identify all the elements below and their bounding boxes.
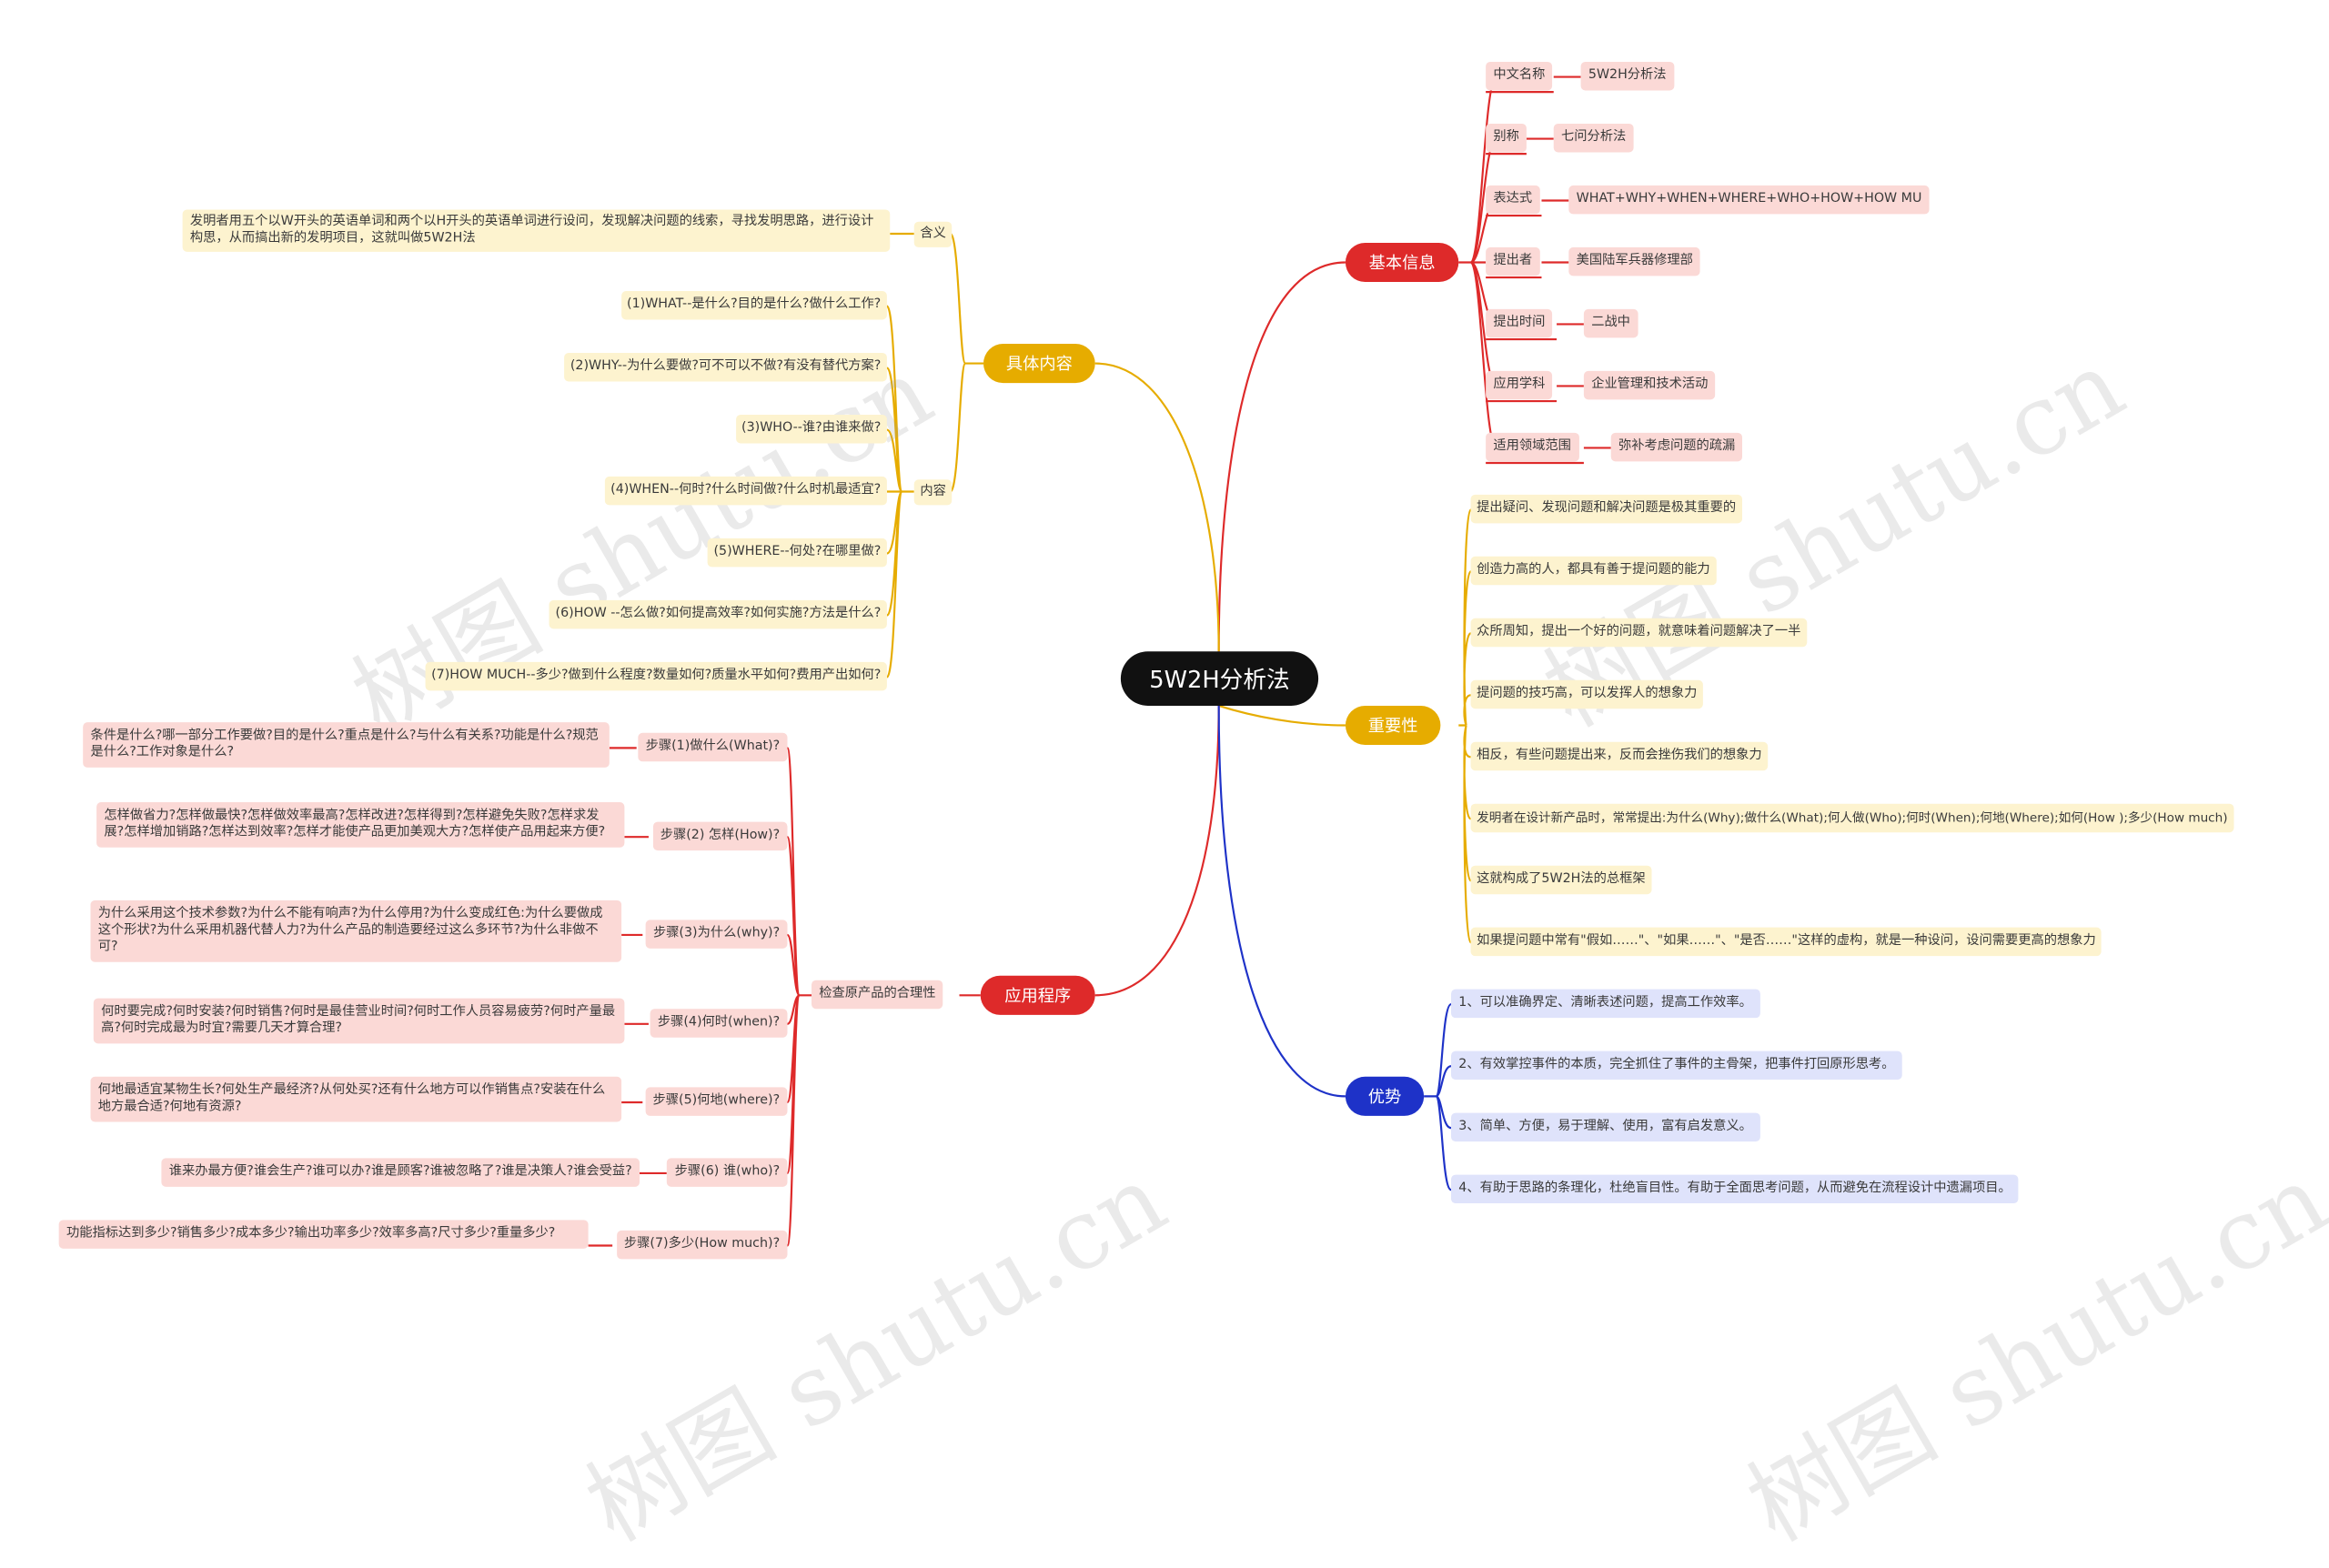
step-text[interactable]: 为什么采用这个技术参数?为什么不能有响声?为什么停用?为什么变成红色:为什么要做…: [90, 900, 622, 962]
step-text[interactable]: 条件是什么?哪一部分工作要做?目的是什么?重点是什么?与什么有关系?功能是什么?…: [83, 722, 610, 768]
basic-value[interactable]: 弥补考虑问题的疏漏: [1610, 432, 1743, 462]
step-label[interactable]: 步骤(3)为什么(why)?: [645, 920, 788, 949]
importance-item[interactable]: 提问题的技巧高，可以发挥人的想象力: [1470, 679, 1704, 709]
central-topic[interactable]: 5W2H分析法: [1120, 651, 1319, 706]
advantage-item[interactable]: 2、有效掌控事件的本质，完全抓住了事件的主骨架，把事件打回原形思考。: [1450, 1050, 1902, 1081]
content-meaning-label[interactable]: 含义: [913, 221, 953, 247]
content-detail-item[interactable]: (6)HOW --怎么做?如何提高效率?如何实施?方法是什么?: [549, 599, 887, 629]
step-label[interactable]: 步骤(5)何地(where)?: [645, 1087, 788, 1116]
basic-value[interactable]: 七问分析法: [1553, 123, 1634, 153]
basic-value[interactable]: 二战中: [1583, 308, 1638, 338]
content-detail-item[interactable]: (3)WHO--谁?由谁来做?: [735, 414, 887, 444]
content-detail-item[interactable]: (2)WHY--为什么要做?可不可以不做?有没有替代方案?: [564, 352, 887, 382]
branch-advantages[interactable]: 优势: [1345, 1076, 1425, 1116]
step-label[interactable]: 步骤(2) 怎样(How)?: [652, 821, 788, 851]
content-detail-item[interactable]: (5)WHERE--何处?在哪里做?: [707, 538, 887, 568]
branch-importance[interactable]: 重要性: [1345, 705, 1441, 746]
content-detail-item[interactable]: (7)HOW MUCH--多少?做到什么程度?数量如何?质量水平如何?费用产出如…: [425, 661, 887, 691]
step-text[interactable]: 谁来办最方便?谁会生产?谁可以办?谁是顾客?谁被忽略了?谁是决策人?谁会受益?: [161, 1158, 640, 1187]
basic-value[interactable]: 5W2H分析法: [1580, 61, 1674, 91]
step-label[interactable]: 步骤(4)何时(when)?: [650, 1009, 788, 1038]
connector-lines: [588, 75, 1611, 1247]
basic-value[interactable]: 美国陆军兵器修理部: [1568, 246, 1701, 276]
importance-item[interactable]: 相反，有些问题提出来，反而会挫伤我们的想象力: [1470, 741, 1769, 771]
application-sub[interactable]: 检查原产品的合理性: [812, 980, 943, 1010]
basic-label[interactable]: 表达式: [1486, 185, 1540, 215]
basic-value[interactable]: 企业管理和技术活动: [1583, 370, 1716, 400]
basic-label[interactable]: 提出者: [1486, 246, 1540, 276]
importance-item[interactable]: 创造力高的人，都具有善于提问题的能力: [1470, 556, 1717, 586]
step-label[interactable]: 步骤(7)多少(How much)?: [616, 1230, 788, 1260]
advantage-item[interactable]: 3、简单、方便，易于理解、使用，富有启发意义。: [1450, 1112, 1760, 1142]
basic-label[interactable]: 适用领域范围: [1486, 432, 1579, 462]
content-detail-label[interactable]: 内容: [913, 479, 953, 506]
advantage-item[interactable]: 1、可以准确界定、清晰表述问题，提高工作效率。: [1450, 989, 1760, 1019]
step-label[interactable]: 步骤(1)做什么(What)?: [638, 732, 788, 762]
content-detail-item[interactable]: (4)WHEN--何时?什么时间做?什么时机最适宜?: [604, 476, 887, 506]
basic-label[interactable]: 应用学科: [1486, 370, 1553, 400]
step-text[interactable]: 何时要完成?何时安装?何时销售?何时是最佳营业时间?何时工作人员容易疲劳?何时产…: [93, 998, 625, 1044]
branch-content[interactable]: 具体内容: [983, 344, 1095, 384]
content-detail-item[interactable]: (1)WHAT--是什么?目的是什么?做什么工作?: [620, 290, 887, 320]
content-meaning-text[interactable]: 发明者用五个以W开头的英语单词和两个以H开头的英语单词进行设问，发现解决问题的线…: [182, 209, 891, 252]
importance-item[interactable]: 提出疑问、发现问题和解决问题是极其重要的: [1470, 494, 1742, 524]
step-label[interactable]: 步骤(6) 谁(who)?: [667, 1158, 788, 1187]
mindmap-canvas: 树图 shutu.cn 树图 shutu.cn 树图 shutu.cn 树图 s…: [58, 61, 2329, 1563]
importance-item[interactable]: 这就构成了5W2H法的总框架: [1470, 865, 1652, 895]
basic-label[interactable]: 中文名称: [1486, 61, 1553, 91]
step-text[interactable]: 功能指标达到多少?销售多少?成本多少?输出功率多少?效率多高?尺寸多少?重量多少…: [58, 1220, 589, 1249]
step-text[interactable]: 怎样做省力?怎样做最快?怎样做效率最高?怎样改进?怎样得到?怎样避免失败?怎样求…: [96, 802, 625, 848]
basic-label[interactable]: 提出时间: [1486, 308, 1553, 338]
basic-value[interactable]: WHAT+WHY+WHEN+WHERE+WHO+HOW+HOW MU: [1568, 185, 1930, 215]
basic-label[interactable]: 别称: [1486, 123, 1527, 153]
branch-application[interactable]: 应用程序: [980, 975, 1095, 1015]
step-text[interactable]: 何地最适宜某物生长?何处生产最经济?从何处买?还有什么地方可以作销售点?安装在什…: [90, 1076, 622, 1122]
importance-item[interactable]: 发明者在设计新产品时，常常提出:为什么(Why);做什么(What);何人做(W…: [1470, 803, 2234, 833]
importance-item[interactable]: 众所周知，提出一个好的问题，就意味着问题解决了一半: [1470, 618, 1808, 648]
branch-basic-info[interactable]: 基本信息: [1345, 242, 1459, 283]
advantage-item[interactable]: 4、有助于思路的条理化，杜绝盲目性。有助于全面思考问题，从而避免在流程设计中遗漏…: [1450, 1174, 2020, 1204]
importance-item[interactable]: 如果提问题中常有"假如……"、"如果……"、"是否……"这样的虚构，就是一种设问…: [1470, 927, 2102, 957]
